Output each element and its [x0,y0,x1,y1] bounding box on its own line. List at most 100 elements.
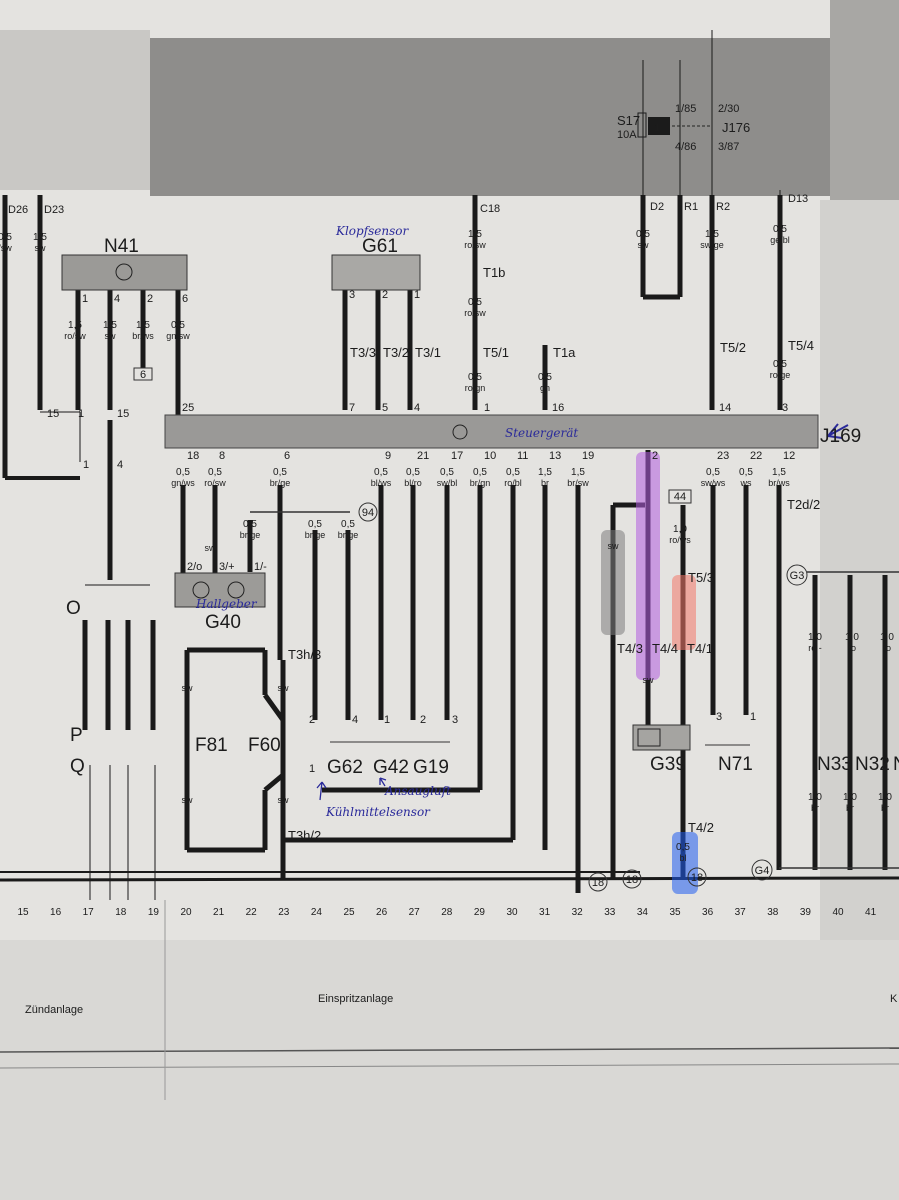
wire-gauge: 0,5 [341,519,355,530]
connector-t2d-2: T2d/2 [787,497,820,512]
wire-color: sw [105,331,117,341]
j169-top-pin: 5 [382,402,388,414]
n41-pin: 2 [147,293,153,305]
circled-box6: 6 [140,369,146,381]
wire-color: br [811,803,819,813]
track-number: 32 [572,907,584,918]
wire-gauge: 0,5 [739,467,753,478]
relay-j176-label: J176 [722,120,750,135]
track-number: 28 [441,907,453,918]
track-number: 27 [409,907,421,918]
wire-color: ro/sw [204,478,226,488]
track-number: 38 [767,907,779,918]
blue-highlight [672,832,698,894]
connector-t5-4: T5/4 [788,338,814,353]
wire-gauge: 1,5 [468,229,482,240]
wire-gauge: 1,5 [136,320,150,331]
wire-gauge: 0,5 [468,297,482,308]
component-g19: G19 [413,757,449,778]
component-g39: G39 [650,754,686,775]
wire-color: ro [848,643,856,653]
j169-symbol-icon [452,424,468,440]
track-number: 35 [669,907,681,918]
j169-bottom-pin: 8 [219,450,225,462]
section-einspritzanlage: Einspritzanlage [318,993,393,1005]
relay-pin-3-87: 3/87 [718,141,739,153]
box-44 [668,489,692,504]
wire-gauge: 0,5 [243,519,257,530]
component-j169: J169 [820,426,861,447]
wire-gauge: 1,0 [878,792,892,803]
connector-t3-3: T3/3 [350,345,376,360]
wire-gauge: 1,5 [538,467,552,478]
component-f60: F60 [248,735,281,756]
relay-pin: 1 [83,459,89,471]
track-number: 33 [604,907,616,918]
wire-gauge: 0,5 [506,467,520,478]
g40-pin: 1/- [254,561,267,573]
wire-gauge: 0,5 [636,229,650,240]
track-number: 18 [115,907,127,918]
wire-gauge: 1,0 [808,792,822,803]
handwritten-klopfsensor: Klopfsensor [335,224,410,238]
wire-gauge: 1,0 [808,632,822,643]
wire-color: sw [608,541,620,551]
section-next: K [890,993,898,1005]
circle-g4 [751,859,773,881]
wire-color: br [881,803,889,813]
wire-gauge: 1,5 [33,232,47,243]
connector-t5-3: T5/3 [688,570,714,585]
connector-d26: D26 [8,204,28,216]
wire-gauge: 1,0 [880,632,894,643]
connector-t3-1: T3/1 [415,345,441,360]
wire-gauge: 0,5 [538,372,552,383]
j169-top-pin: 16 [552,402,564,414]
connector-t4-3: T4/3 [617,641,643,656]
terminal-o: O [66,598,81,619]
n71-pin: 3 [716,711,722,723]
circled-c18b: 18 [626,874,638,886]
wire-gauge: 0,5 [406,467,420,478]
relay-number: 1 [654,122,660,134]
j169-top-pin: 4 [414,402,420,414]
j169-control-unit-bar [164,414,819,449]
wire-gauge: 0,5 [473,467,487,478]
track-number: 36 [702,907,714,918]
track-number: 26 [376,907,388,918]
wire-gauge: 1,0 [843,792,857,803]
track-number: 37 [735,907,747,918]
connector-t4-1: T4/1 [687,641,713,656]
circled-c94: 94 [362,507,374,519]
wire-color: sw [643,675,655,685]
arrow-ansaugluft-icon [379,777,387,787]
g40-pin: 3/+ [219,561,235,573]
j169-bottom-pin: 11 [517,450,528,462]
circle-94 [358,502,378,522]
connector-t3h-2: T3h/2 [288,828,321,843]
j169-bottom-pin: 19 [582,450,594,462]
components-layer [61,112,899,892]
track-number: 29 [474,907,486,918]
j169-bottom-pin: 10 [484,450,496,462]
wire-color: ws [740,478,752,488]
g40-pin: 2/o [187,561,202,573]
track-number: 23 [278,907,290,918]
lambda-icon [637,728,661,747]
connector-t4-4: T4/4 [652,641,678,656]
wire-color: sw [205,543,217,553]
wire-color: sw [638,240,650,250]
j169-top-pin: 7 [349,402,355,414]
wire-color: /sw [0,243,12,253]
wire-gauge: 0,5 [308,519,322,530]
component-n-partial: N [893,754,899,775]
wire-color: gn/ws [171,478,195,488]
wire-segment [0,876,899,882]
connector-d2: D2 [650,201,664,213]
circled-g4: G4 [755,865,770,877]
wire-gauge: 1,0 [845,632,859,643]
wire-gauge: 1,5 [571,467,585,478]
wires-layer [0,30,899,900]
purple-highlight [636,452,660,680]
track-number: 15 [17,907,29,918]
